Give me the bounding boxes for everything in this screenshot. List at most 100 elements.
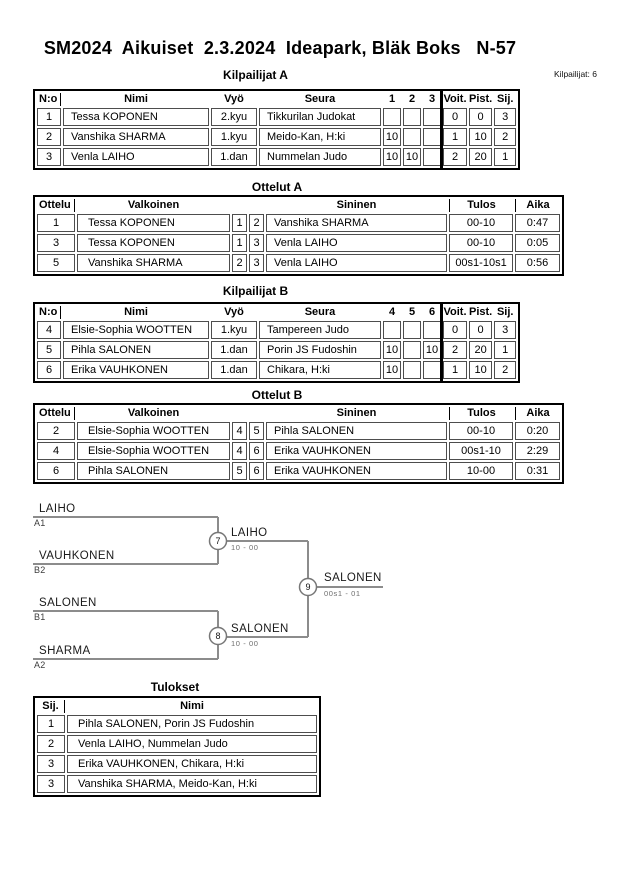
cell-blue-no: 3	[249, 234, 264, 252]
cell-name: Erika VAUHKONEN, Chikara, H:ki	[67, 755, 317, 773]
page-title: SM2024 Aikuiset 2.3.2024 Ideapark, Bläk …	[43, 38, 517, 58]
matches-b-table: Ottelu Valkoinen Sininen Tulos Aika 2 El…	[33, 403, 564, 484]
cell-m1: 10	[383, 341, 401, 359]
cell-white-no: 4	[232, 442, 247, 460]
col-name: Nimi	[180, 700, 204, 712]
col-white-no	[232, 407, 247, 420]
match-row: 1 Tessa KOPONEN 1 2 Vanshika SHARMA 00-1…	[37, 214, 560, 232]
bracket-winner-name: SALONEN	[231, 623, 289, 635]
match-header-row: Ottelu Valkoinen Sininen Tulos Aika	[37, 407, 560, 420]
bracket-match-number: 9	[305, 582, 311, 592]
bracket: LAIHO A1 VAUHKONEN B2 SALONEN B1 SHARMA …	[0, 495, 630, 685]
cell-m2: 10	[403, 148, 421, 166]
cell-blue-no: 3	[249, 254, 264, 272]
cell-wins: 2	[443, 341, 467, 359]
col-club: Seura	[304, 306, 336, 318]
pool-row: 6 Erika VAUHKONEN 1.dan Chikara, H:ki 10…	[37, 361, 517, 379]
cell-place: 3	[494, 321, 517, 339]
cell-belt: 1.kyu	[211, 128, 257, 146]
bracket-slot-seed: B2	[34, 565, 46, 575]
bracket-slot-name: SALONEN	[39, 597, 97, 609]
cell-result: 00-10	[449, 234, 513, 252]
cell-m3: 10	[423, 341, 441, 359]
cell-m1: 10	[383, 361, 401, 379]
cell-points: 0	[469, 108, 493, 126]
match-row: 4 Elsie-Sophia WOOTTEN 4 6 Erika VAUHKON…	[37, 442, 560, 460]
pool-row: 3 Venla LAIHO 1.dan Nummelan Judo 10 10 …	[37, 148, 517, 166]
thick-column-divider	[440, 304, 443, 381]
cell-result: 10-00	[449, 462, 513, 480]
bracket-slot-name: VAUHKONEN	[39, 550, 115, 562]
cell-result: 00-10	[449, 422, 513, 440]
cell-match-no: 4	[37, 442, 75, 460]
col-blue-no	[249, 407, 264, 420]
cell-wins: 0	[443, 108, 467, 126]
cell-belt: 1.kyu	[211, 321, 257, 339]
cell-name: Pihla SALONEN, Porin JS Fudoshin	[67, 715, 317, 733]
results-header-row: Sij. Nimi	[37, 700, 317, 713]
pool-row: 2 Vanshika SHARMA 1.kyu Meido-Kan, H:ki …	[37, 128, 517, 146]
col-wins: Voit.	[443, 93, 467, 105]
cell-belt: 1.dan	[211, 341, 257, 359]
thick-column-divider	[440, 91, 443, 168]
col-result: Tulos	[449, 199, 513, 212]
col-place: Sij.	[37, 700, 65, 713]
cell-name: Pihla SALONEN	[63, 341, 209, 359]
pool-b-table: N:o Nimi Vyö Seura 4 5 6 Voit. Pist. Sij…	[33, 302, 521, 383]
cell-match-no: 1	[37, 214, 75, 232]
cell-name: Elsie-Sophia WOOTTEN	[63, 321, 209, 339]
cell-wins: 2	[443, 148, 467, 166]
cell-blue: Erika VAUHKONEN	[266, 442, 447, 460]
col-place: Sij.	[496, 306, 514, 318]
cell-belt: 2.kyu	[211, 108, 257, 126]
cell-name: Venla LAIHO, Nummelan Judo	[67, 735, 317, 753]
pool-header-row: N:o Nimi Vyö Seura 4 5 6 Voit. Pist. Sij…	[37, 306, 516, 319]
cell-time: 0:31	[515, 462, 560, 480]
cell-place: 2	[37, 735, 65, 753]
pool-row: 5 Pihla SALONEN 1.dan Porin JS Fudoshin …	[37, 341, 517, 359]
cell-white: Vanshika SHARMA	[77, 254, 230, 272]
cell-result: 00-10	[449, 214, 513, 232]
cell-m2	[403, 128, 421, 146]
col-m3: 6	[428, 306, 436, 318]
col-match-no: Ottelu	[37, 407, 75, 420]
cell-blue-no: 6	[249, 442, 264, 460]
matches-b-title: Ottelut B	[251, 388, 303, 402]
bracket-slot-name: LAIHO	[39, 503, 76, 515]
cell-m2	[403, 341, 421, 359]
pool-a-title: Kilpailijat A	[223, 68, 288, 82]
result-row: 3 Erika VAUHKONEN, Chikara, H:ki	[37, 755, 317, 773]
cell-place: 1	[494, 341, 517, 359]
matches-a-table: Ottelu Valkoinen Sininen Tulos Aika 1 Te…	[33, 195, 564, 276]
cell-match-no: 6	[37, 462, 75, 480]
bracket-match-score: 10 - 00	[231, 543, 259, 552]
cell-match-no: 5	[37, 254, 75, 272]
cell-blue-no: 2	[249, 214, 264, 232]
cell-time: 0:20	[515, 422, 560, 440]
cell-points: 10	[469, 128, 493, 146]
col-time: Aika	[515, 407, 560, 420]
cell-blue: Erika VAUHKONEN	[266, 462, 447, 480]
cell-no: 5	[37, 341, 61, 359]
cell-m3	[423, 321, 441, 339]
cell-club: Porin JS Fudoshin	[259, 341, 381, 359]
cell-m1: 10	[383, 148, 401, 166]
col-blue: Sininen	[336, 199, 377, 211]
cell-white: Elsie-Sophia WOOTTEN	[77, 442, 230, 460]
cell-no: 1	[37, 108, 61, 126]
cell-name: Erika VAUHKONEN	[63, 361, 209, 379]
cell-belt: 1.dan	[211, 361, 257, 379]
results-title: Tulokset	[150, 680, 200, 694]
bracket-winner-name: LAIHO	[231, 527, 268, 539]
match-row: 6 Pihla SALONEN 5 6 Erika VAUHKONEN 10-0…	[37, 462, 560, 480]
cell-m3	[423, 128, 441, 146]
cell-name: Tessa KOPONEN	[63, 108, 209, 126]
cell-white: Elsie-Sophia WOOTTEN	[77, 422, 230, 440]
col-m3: 3	[428, 93, 436, 105]
cell-m1	[383, 108, 401, 126]
cell-place: 2	[494, 128, 517, 146]
cell-blue: Venla LAIHO	[266, 254, 447, 272]
pool-row: 1 Tessa KOPONEN 2.kyu Tikkurilan Judokat…	[37, 108, 517, 126]
cell-blue-no: 5	[249, 422, 264, 440]
